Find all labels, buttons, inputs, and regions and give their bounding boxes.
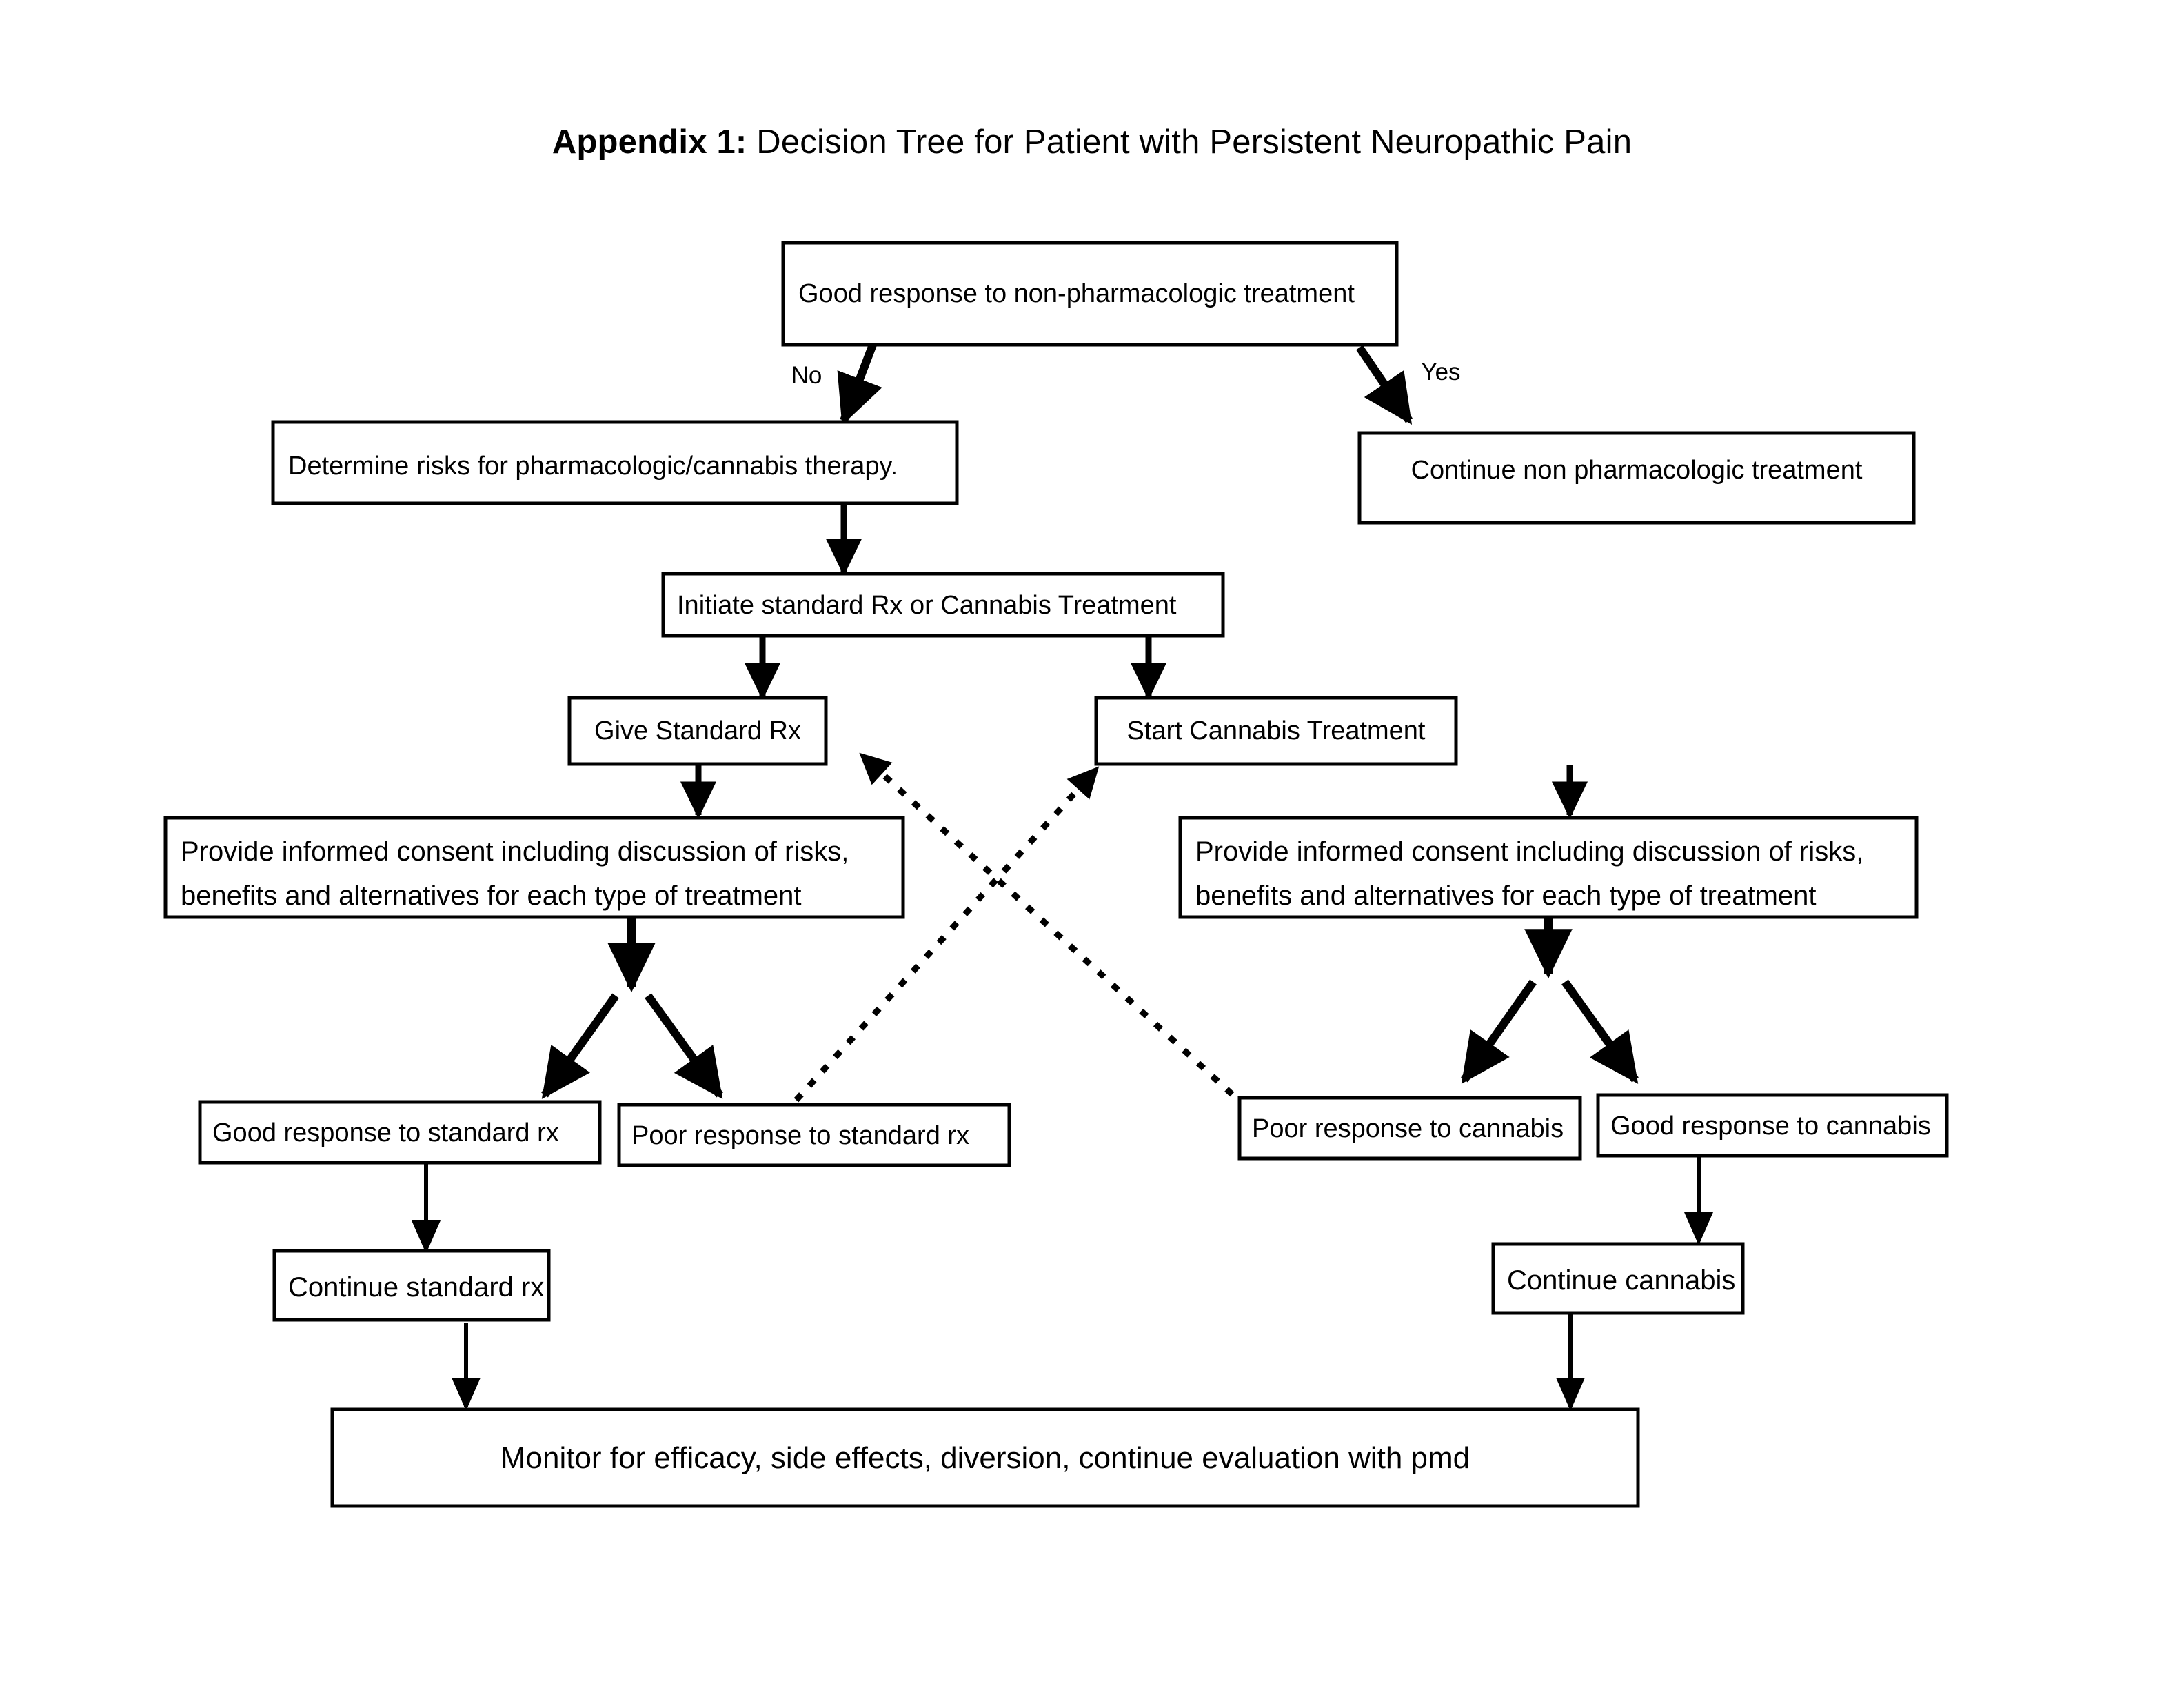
title-prefix: Appendix 1: (552, 123, 747, 161)
node-label-consent-left-line1: Provide informed consent including discu… (181, 836, 849, 867)
edge-label-yes: Yes (1421, 359, 1460, 385)
node-label-poor-cannabis: Poor response to cannabis (1252, 1114, 1564, 1143)
node-continue-standard-rx[interactable]: Continue standard rx (272, 1249, 551, 1322)
edge-consent-right-to-poor-cannabis (1461, 979, 1537, 1084)
node-good-response-standard-rx[interactable]: Good response to standard rx (198, 1100, 602, 1165)
node-poor-response-standard-rx[interactable]: Poor response to standard rx (617, 1103, 1011, 1167)
node-label-continue-non-pharm: Continue non pharmacologic treatment (1411, 456, 1863, 485)
node-start-cannabis-treatment[interactable]: Start Cannabis Treatment (1094, 696, 1458, 766)
node-determine-risks[interactable]: Determine risks for pharmacologic/cannab… (271, 420, 959, 505)
node-continue-cannabis[interactable]: Continue cannabis (1491, 1242, 1745, 1315)
title-rest: Decision Tree for Patient with Persisten… (747, 123, 1632, 161)
node-initiate-standard-rx-or-cannabis[interactable]: Initiate standard Rx or Cannabis Treatme… (661, 572, 1225, 638)
edge-consent-left-to-poor-standard (645, 993, 723, 1099)
node-label-give-standard: Give Standard Rx (594, 716, 801, 745)
node-label-consent-left-line2: benefits and alternatives for each type … (181, 881, 802, 911)
node-label-initiate: Initiate standard Rx or Cannabis Treatme… (677, 591, 1177, 620)
node-label-good-standard: Good response to standard rx (212, 1118, 559, 1147)
node-consent-right[interactable]: Provide informed consent including discu… (1178, 816, 1919, 919)
node-label-poor-standard: Poor response to standard rx (631, 1121, 969, 1150)
node-give-standard-rx[interactable]: Give Standard Rx (567, 696, 828, 766)
edge-poor-cannabis-to-give-standard-dotted (858, 751, 1235, 1097)
node-label-continue-standard: Continue standard rx (288, 1272, 544, 1303)
node-good-response-cannabis[interactable]: Good response to cannabis (1596, 1093, 1949, 1158)
node-consent-left[interactable]: Provide informed consent including discu… (163, 816, 905, 919)
page-title: Appendix 1: Decision Tree for Patient wi… (0, 123, 2184, 161)
node-label-determine-risks: Determine risks for pharmacologic/cannab… (288, 452, 898, 481)
edge-label-no: No (791, 362, 822, 389)
edge-consent-left-to-good-standard (541, 993, 619, 1099)
edge-root-to-determine-risks (837, 343, 882, 425)
edge-poor-standard-to-start-cannabis-dotted (793, 765, 1101, 1103)
node-continue-non-pharmacologic-treatment[interactable]: Continue non pharmacologic treatment (1357, 431, 1916, 525)
node-label-consent-right-line1: Provide informed consent including discu… (1195, 836, 1863, 867)
node-label-monitor: Monitor for efficacy, side effects, dive… (501, 1441, 1470, 1475)
node-label-start-cannabis: Start Cannabis Treatment (1127, 716, 1426, 745)
edge-consent-right-to-good-cannabis (1561, 979, 1639, 1084)
node-label-continue-cannabis: Continue cannabis (1507, 1265, 1735, 1296)
node-monitor[interactable]: Monitor for efficacy, side effects, dive… (330, 1407, 1640, 1508)
node-label-root: Good response to non-pharmacologic treat… (798, 279, 1355, 308)
node-poor-response-cannabis[interactable]: Poor response to cannabis (1237, 1096, 1582, 1160)
edge-root-to-continue-non-pharm (1356, 345, 1413, 425)
node-label-good-cannabis: Good response to cannabis (1610, 1112, 1931, 1141)
node-good-response-non-pharmacologic[interactable]: Good response to non-pharmacologic treat… (781, 241, 1399, 347)
node-label-consent-right-line2: benefits and alternatives for each type … (1195, 881, 1817, 911)
